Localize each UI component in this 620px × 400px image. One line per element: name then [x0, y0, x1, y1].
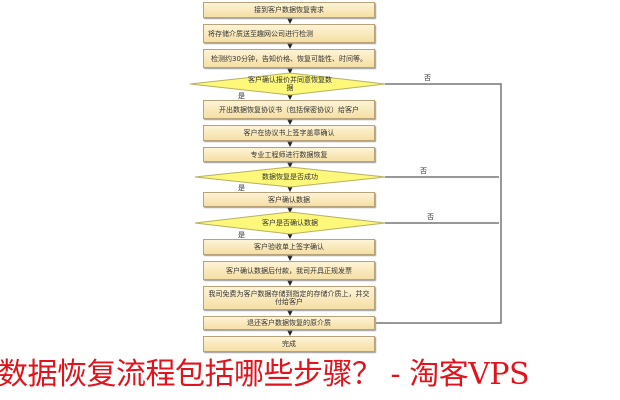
- yes-label: 是: [238, 231, 245, 239]
- decision-recovery-success: 数据恢复是否成功: [262, 173, 318, 181]
- step-send-media: 将存储介质送至趣网公司进行检测: [203, 24, 375, 43]
- step-inspection: 检测约30分钟，告知价格、恢复可能性、时间等。: [203, 49, 375, 68]
- step-return-media: 退还客户数据恢复的原介质: [203, 316, 375, 330]
- no-label: 否: [424, 74, 431, 82]
- step-receive-request: 接到客户数据恢复需求: [203, 2, 375, 18]
- step-engineer-recovery: 专业工程师进行数据恢复: [203, 147, 375, 162]
- yes-label: 是: [238, 92, 245, 100]
- overlay-title: 数据恢复流程包括哪些步骤？ - 淘客VPS: [0, 357, 530, 392]
- step-payment-invoice: 客户确认数据后付款，我司开具正规发票: [203, 261, 375, 280]
- step-sign-agreement: 客户在协议书上签字盖章确认: [203, 125, 375, 141]
- decision-customer-confirm: 客户是否确认数据: [262, 219, 318, 227]
- step-store-deliver: 我司免费为客户数据存储到指定的存储介质上，并交付给客户: [203, 286, 375, 310]
- no-label: 否: [427, 213, 434, 221]
- yes-label: 是: [238, 184, 245, 192]
- step-sign-acceptance: 客户验收单上签字确认: [203, 239, 375, 255]
- decision-diamonds: [189, 72, 386, 235]
- step-issue-agreement: 开出数据恢复协议书（包括保密协议）给客户: [203, 100, 375, 119]
- no-label: 否: [420, 167, 427, 175]
- decision-confirm-quote: 客户确认报价并同意恢复数据: [248, 76, 332, 92]
- step-complete: 完成: [203, 336, 375, 352]
- no-branch-lines: [376, 83, 502, 324]
- step-customer-confirm-data: 客户确认数据: [203, 192, 375, 207]
